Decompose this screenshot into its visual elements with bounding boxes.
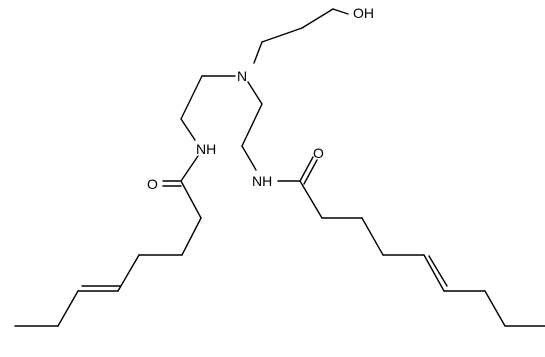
tertiary-amine-label: N [237, 68, 247, 84]
amide-nh-left-label: NH [196, 141, 216, 157]
amide-nh-right-label: NH [252, 173, 272, 189]
carbonyl-o-left-label: O [147, 176, 158, 192]
atom-labels: OH N NH NH O O [147, 5, 374, 192]
ethyl-arm-left [180, 75, 236, 141]
hydroxyl-label: OH [353, 5, 374, 21]
carbonyl-o-right-label: O [313, 145, 324, 161]
hydroxypropyl-chain [253, 8, 349, 64]
right-acyl-chain [277, 156, 545, 327]
ethyl-arm-right [241, 81, 263, 171]
left-acyl-chain [14, 155, 202, 327]
